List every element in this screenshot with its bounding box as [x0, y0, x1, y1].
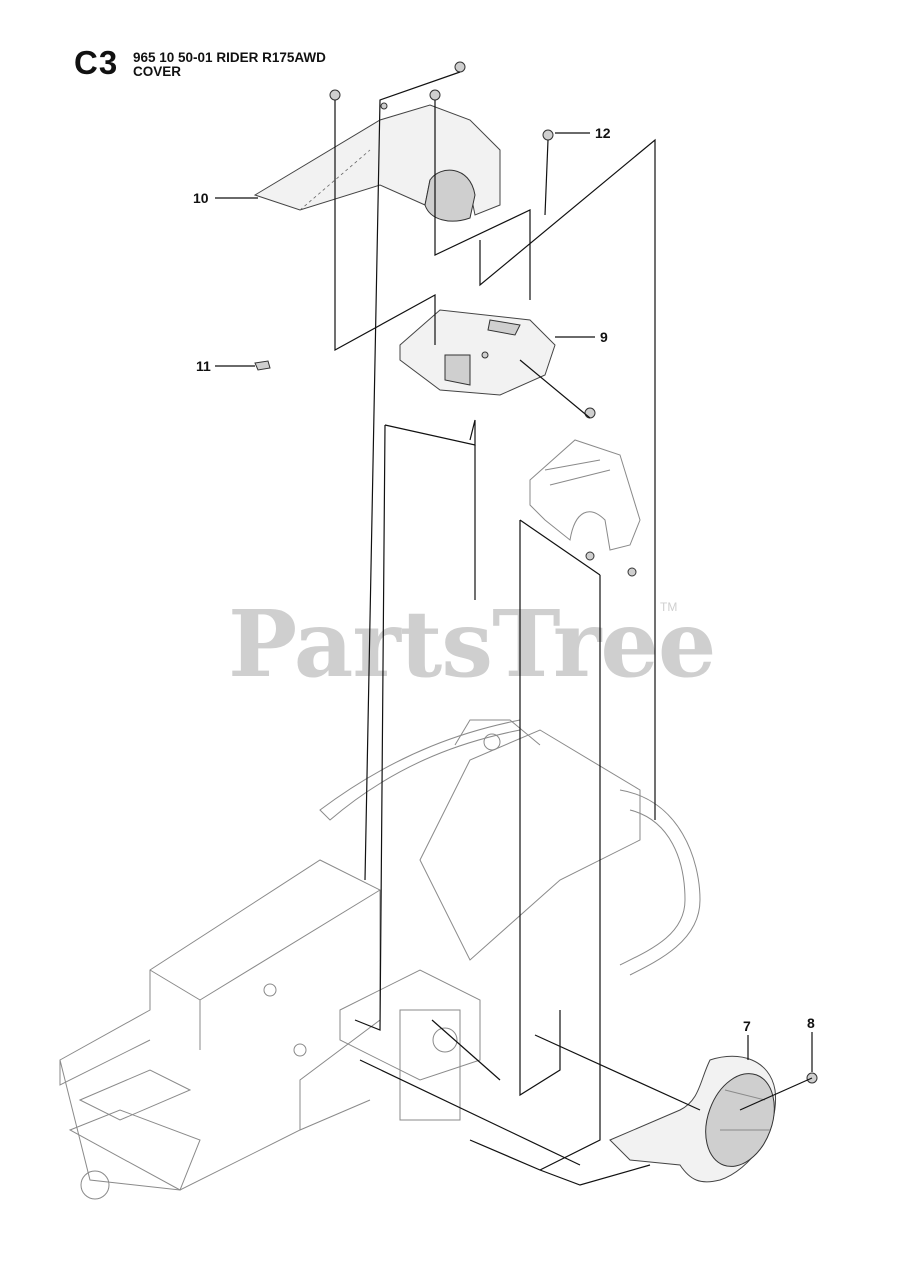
part-10-top-cover	[253, 102, 501, 222]
part-9-console	[399, 309, 556, 396]
callout-9: 9	[600, 329, 608, 345]
part-7-round-cover	[609, 1055, 777, 1183]
watermark: PartsTree	[228, 590, 716, 698]
callout-10: 10	[193, 190, 209, 206]
callout-leaders	[215, 132, 813, 1072]
pedal-guard-bracket	[529, 439, 641, 551]
callout-12: 12	[595, 125, 611, 141]
section-code: C3	[74, 44, 119, 81]
diagram-title: 965 10 50-01 RIDER R175AWD	[133, 50, 326, 65]
screws	[254, 61, 818, 1084]
assembly-guide-lines	[334, 71, 813, 1186]
watermark-tm: TM	[660, 600, 678, 614]
diagram-subtitle: COVER	[133, 64, 182, 79]
chassis-frame	[59, 719, 701, 1200]
callout-11: 11	[196, 358, 211, 374]
callout-7: 7	[743, 1018, 751, 1034]
callout-8: 8	[807, 1015, 815, 1031]
